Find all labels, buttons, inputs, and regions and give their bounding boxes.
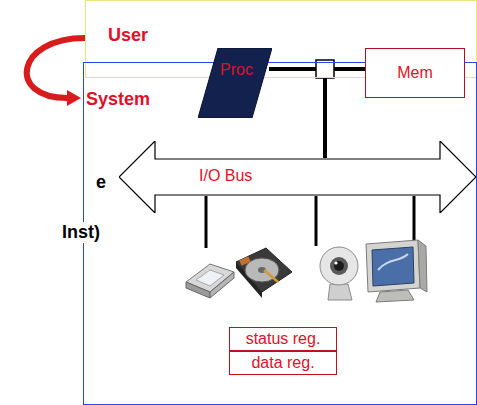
device-wire xyxy=(413,196,416,246)
arrow-head xyxy=(67,90,81,106)
node-outline xyxy=(119,141,476,213)
node-label: I/O Bus xyxy=(199,167,252,185)
node-outline xyxy=(198,48,272,118)
hard-disk-icon xyxy=(236,248,292,298)
connector-line xyxy=(27,38,85,98)
device-wire xyxy=(315,196,318,246)
node-label: Proc xyxy=(220,61,253,79)
cut-off-text: Inst) xyxy=(60,222,102,243)
node-label: Mem xyxy=(397,64,433,82)
monitor-icon xyxy=(366,240,427,302)
node-label: User xyxy=(108,25,148,46)
node-shape xyxy=(119,141,476,213)
data-register: data reg. xyxy=(229,351,337,375)
io-bus-arrow: I/O Bus xyxy=(119,141,476,213)
status-register: status reg. xyxy=(229,327,337,351)
cut-off-text: e xyxy=(96,172,106,193)
memory-box: Mem xyxy=(365,48,465,98)
bus-wire xyxy=(323,78,327,158)
system-region: SystemI/O Bus status reg. data reg. xyxy=(83,62,477,405)
processor-box: Proc xyxy=(198,48,275,118)
node-label: data reg. xyxy=(251,354,314,372)
device-wire xyxy=(205,196,208,248)
node-shape xyxy=(198,48,272,118)
node-label: status reg. xyxy=(246,330,321,348)
scanner-icon xyxy=(186,264,234,298)
node-label: System xyxy=(86,89,150,110)
connector xyxy=(27,38,85,106)
webcam-icon xyxy=(320,247,358,300)
